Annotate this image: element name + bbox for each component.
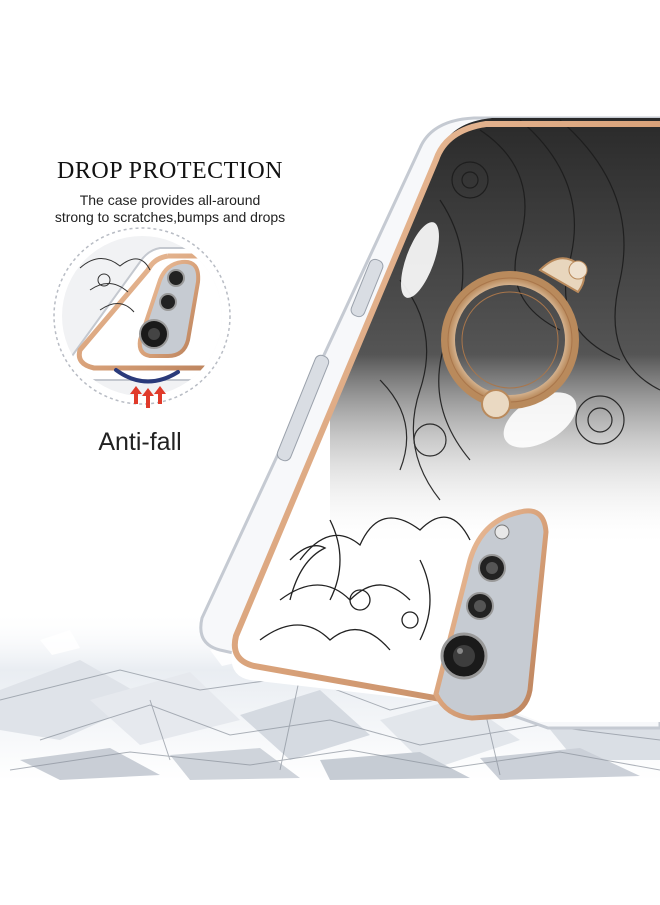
anti-fall-detail (53, 227, 231, 408)
up-arrow-icon (130, 386, 166, 408)
phone-case (199, 116, 660, 730)
description-line: The case provides all-around (79, 192, 261, 208)
description: The case provides all-around strong to s… (20, 192, 320, 226)
ring-holder-icon (441, 257, 588, 419)
description-line: strong to scratches,bumps and drops (54, 209, 286, 225)
anti-fall-label: Anti-fall (98, 428, 182, 456)
page-title: DROP PROTECTION (57, 158, 283, 184)
camera-lens-icon (433, 508, 549, 721)
